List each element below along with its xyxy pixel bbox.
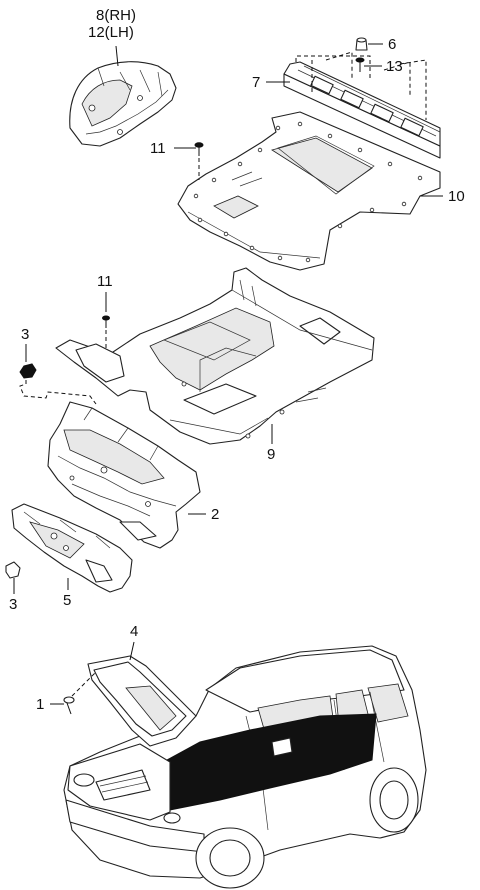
callout-5: 5 <box>63 592 71 609</box>
luggage-floor-mat-part <box>177 111 441 271</box>
nut-part-3-top <box>19 363 97 405</box>
dash-insulator-part <box>47 401 201 549</box>
wheelhouse-cover-part <box>69 61 177 147</box>
mat-fastener-holes <box>193 121 423 263</box>
callout-labels: 8(RH) 12(LH) 6 7 13 11 10 11 3 9 2 3 5 4… <box>9 7 465 713</box>
callout-3-top: 3 <box>21 326 29 343</box>
clip-part-11-top <box>194 142 204 180</box>
vehicle-illustration <box>63 645 427 889</box>
callout-2: 2 <box>211 506 219 523</box>
floor-carpet-part <box>55 267 375 445</box>
rear-trim-panel-part <box>283 51 441 159</box>
callout-11-top: 11 <box>150 140 166 157</box>
callout-3-bottom: 3 <box>9 596 17 613</box>
callout-7: 7 <box>252 74 260 91</box>
clip-part-1 <box>63 671 97 715</box>
engine-room-insulator-part <box>11 503 133 593</box>
callout-11-mid: 11 <box>97 273 113 290</box>
callout-12-lh: 12(LH) <box>88 24 134 41</box>
clip-cap-part <box>355 37 368 51</box>
callout-10: 10 <box>448 188 465 205</box>
callout-8-rh: 8(RH) <box>96 7 136 24</box>
clip-part-11-mid <box>102 315 110 350</box>
nut-part-3-bottom <box>5 561 21 579</box>
callout-6: 6 <box>388 36 396 53</box>
callout-1: 1 <box>36 696 44 713</box>
screw-part-13 <box>355 57 365 72</box>
callout-4: 4 <box>130 623 138 640</box>
leader-lines <box>13 43 443 705</box>
callout-9: 9 <box>267 446 275 463</box>
callout-13: 13 <box>386 58 403 75</box>
